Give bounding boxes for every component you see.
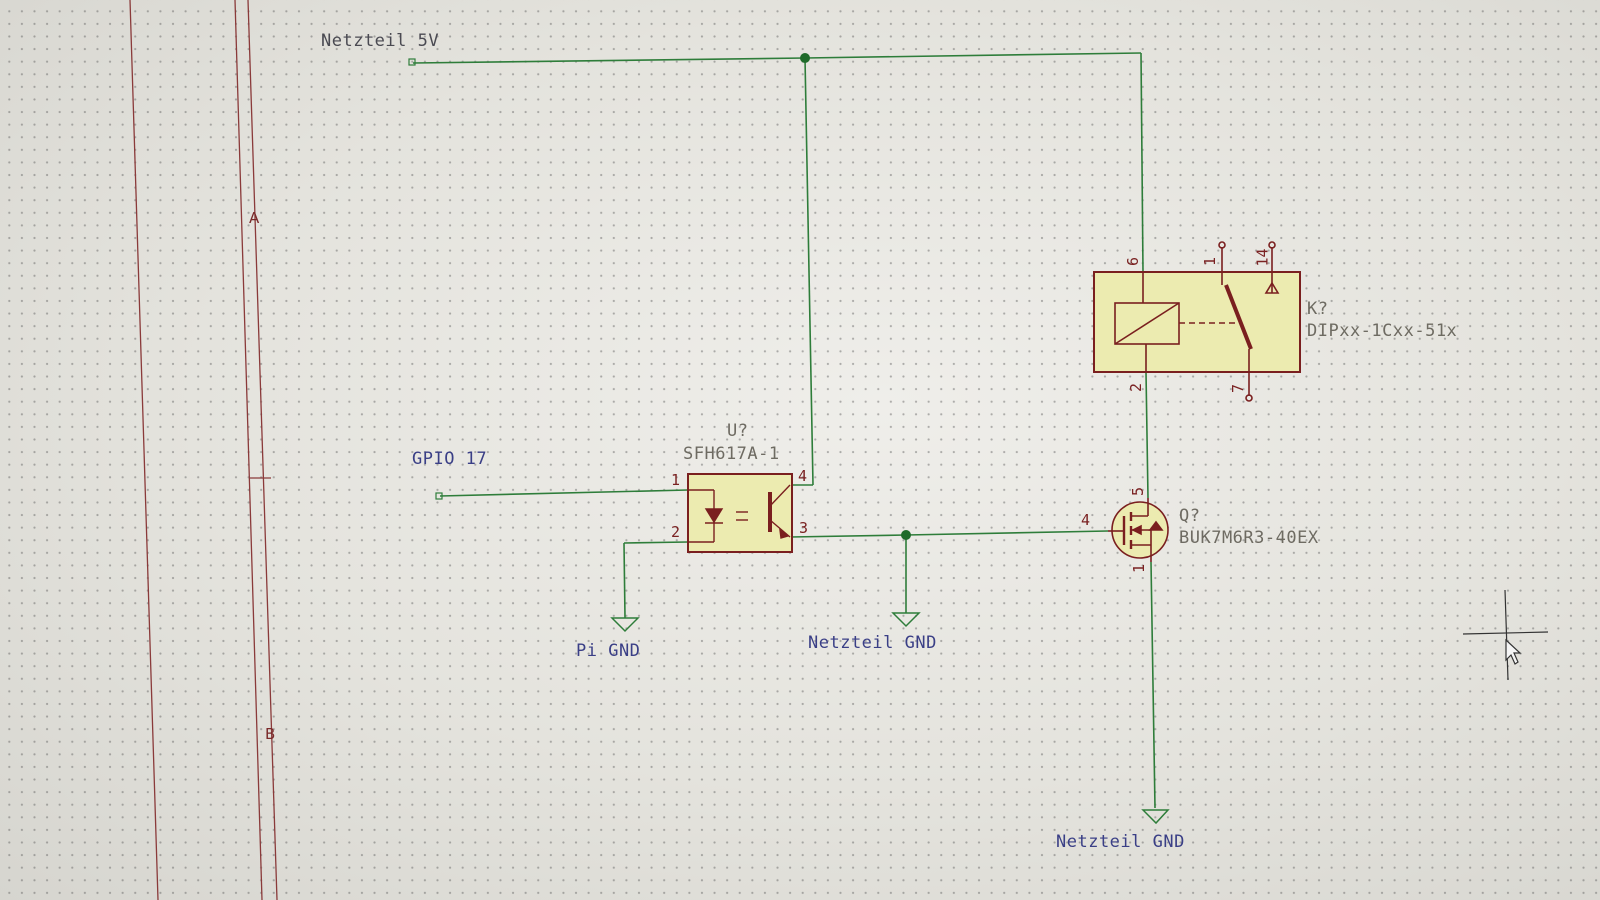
relay-symbol[interactable] xyxy=(1093,241,1301,402)
net-label-5v[interactable]: Netzteil 5V xyxy=(321,31,440,51)
frame-row-a: A xyxy=(249,209,260,227)
junction-5v xyxy=(800,53,810,63)
relay-pin-1: 1 xyxy=(1201,256,1220,267)
optocoupler-ref: U? xyxy=(727,421,749,441)
mosfet-pin-gate: 4 xyxy=(1081,511,1091,529)
junctions xyxy=(800,53,911,540)
net-label-gpio17[interactable]: GPIO 17 xyxy=(412,449,488,469)
mosfet-symbol[interactable] xyxy=(1108,498,1169,562)
sheet-frame xyxy=(129,0,278,900)
relay-pin-2: 2 xyxy=(1127,382,1146,393)
ground-icon xyxy=(610,617,640,633)
optocoupler-symbol[interactable] xyxy=(687,473,793,553)
netlabel-anchor-gpio xyxy=(435,492,443,500)
optocoupler-pin-3: 3 xyxy=(799,519,809,537)
optocoupler-pin-2: 2 xyxy=(671,523,681,541)
optocoupler-value: SFH617A-1 xyxy=(683,444,780,464)
wires xyxy=(412,52,1156,809)
relay-pin-6: 6 xyxy=(1124,256,1143,267)
mosfet-pin-source: 1 xyxy=(1130,563,1149,574)
net-label-psu-gnd-bottom[interactable]: Netzteil GND xyxy=(1056,832,1185,852)
relay-pin-14: 14 xyxy=(1253,248,1272,267)
relay-ref: K? xyxy=(1307,299,1329,319)
netlabel-anchor-5v xyxy=(408,58,416,66)
mosfet-value: BUK7M6R3-40EX xyxy=(1179,528,1319,548)
optocoupler-pin-1: 1 xyxy=(671,471,681,489)
junction-gnd xyxy=(901,530,911,540)
net-label-pi-gnd[interactable]: Pi GND xyxy=(576,641,641,661)
relay-value: DIPxx-1Cxx-51x xyxy=(1307,321,1458,341)
net-label-psu-gnd-mid[interactable]: Netzteil GND xyxy=(808,633,937,653)
relay-pin-7: 7 xyxy=(1229,383,1248,394)
optocoupler-pin-4: 4 xyxy=(798,467,808,485)
ground-icon xyxy=(891,612,921,628)
ground-symbols xyxy=(610,612,1170,825)
mosfet-pin-drain: 5 xyxy=(1129,486,1148,497)
frame-row-b: B xyxy=(265,725,276,743)
crosshair-cursor-icon xyxy=(1462,589,1549,681)
mosfet-ref: Q? xyxy=(1179,506,1201,526)
ground-icon xyxy=(1141,809,1170,825)
